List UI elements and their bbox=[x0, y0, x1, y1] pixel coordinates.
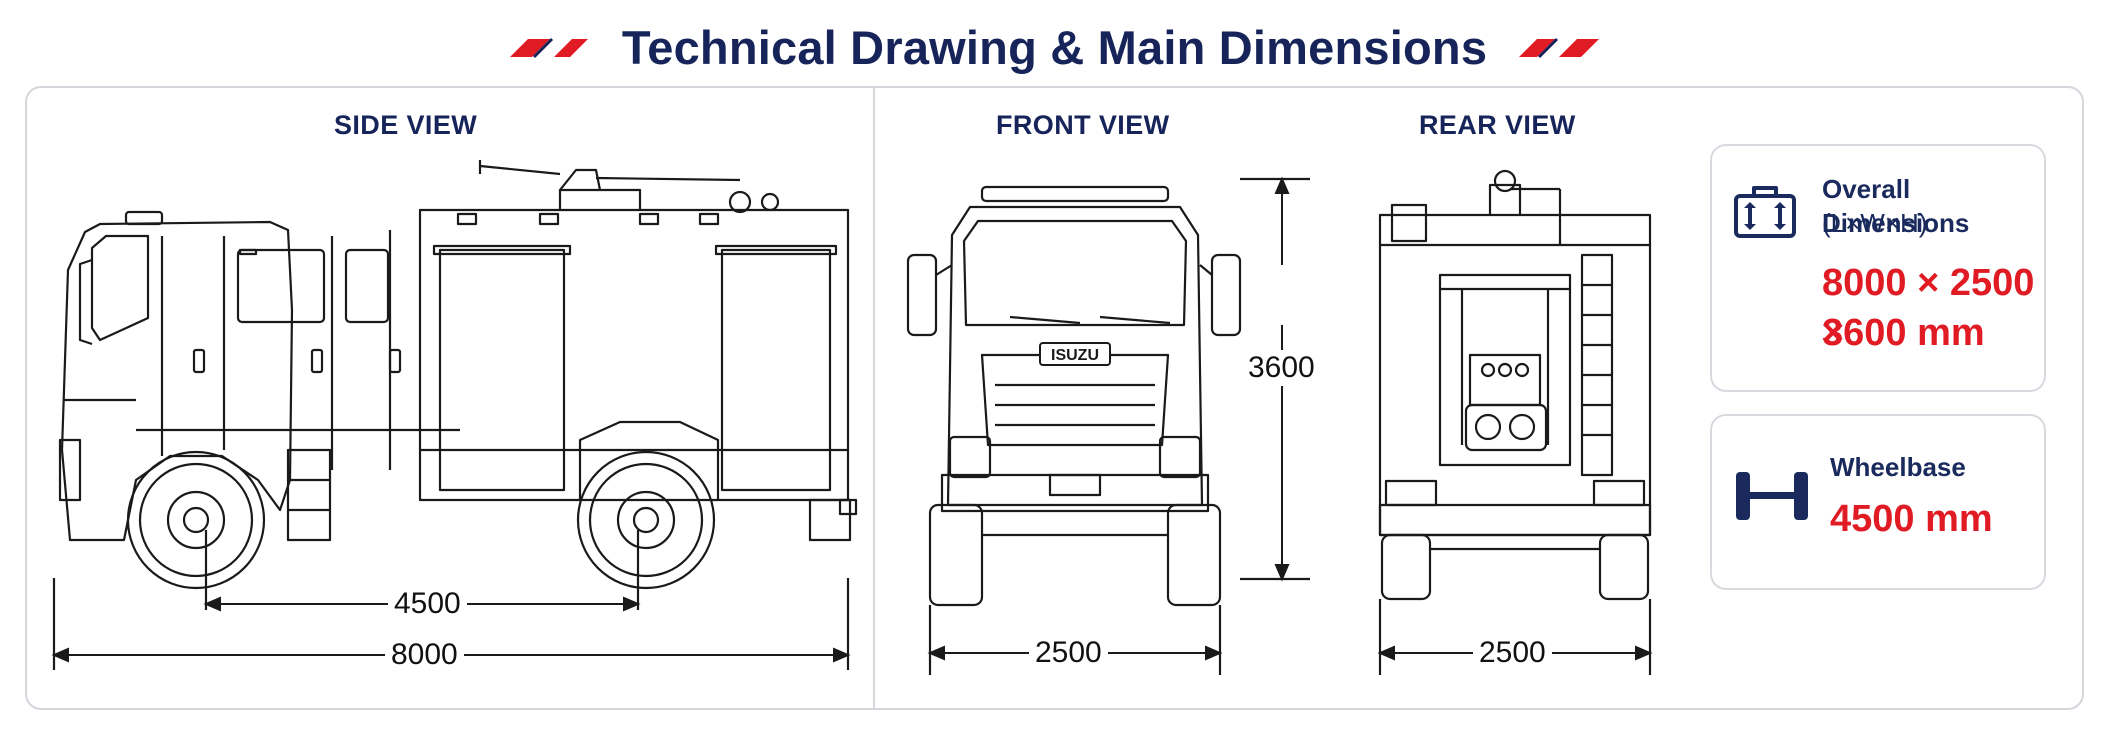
overall-dimensions-value-line2: 3600 mm bbox=[1822, 312, 1985, 354]
side-wheelbase-label: 4500 bbox=[388, 586, 467, 622]
box-dimensions-icon bbox=[1734, 186, 1796, 238]
wheelbase-value: 4500 mm bbox=[1830, 498, 1993, 540]
overall-dimensions-title: Overall Dimensions bbox=[1822, 174, 1970, 238]
front-badge-text: ISUZU bbox=[1051, 347, 1099, 364]
left-stripes-icon bbox=[509, 37, 588, 59]
overall-dimensions-value-line1: 8000 × 2500 × bbox=[1822, 262, 2035, 354]
title-row: Technical Drawing & Main Dimensions bbox=[0, 12, 2109, 82]
rear-view-drawing bbox=[1377, 169, 1653, 675]
side-view-drawing bbox=[51, 160, 858, 670]
front-height-label: 3600 bbox=[1242, 350, 1321, 386]
rear-view-label: REAR VIEW bbox=[1419, 110, 1576, 140]
wheelbase-title: Wheelbase bbox=[1830, 452, 1966, 482]
right-stripes-icon bbox=[1519, 37, 1600, 59]
side-view-label: SIDE VIEW bbox=[334, 110, 478, 140]
panel-divider bbox=[873, 86, 875, 710]
overall-dimensions-card: Overall Dimensions (L×W×H) 8000 × 2500 ×… bbox=[1710, 144, 2046, 392]
wheelbase-card: Wheelbase 4500 mm bbox=[1710, 414, 2046, 590]
side-length-label: 8000 bbox=[385, 637, 464, 673]
overall-dimensions-subtitle: (L×W×H) bbox=[1822, 208, 1928, 238]
page-title: Technical Drawing & Main Dimensions bbox=[621, 20, 1488, 74]
front-view-drawing: ISUZU bbox=[906, 176, 1310, 675]
rear-width-label: 2500 bbox=[1473, 635, 1552, 671]
front-width-label: 2500 bbox=[1029, 635, 1108, 671]
axle-icon bbox=[1736, 472, 1808, 520]
front-view-label: FRONT VIEW bbox=[996, 110, 1170, 140]
